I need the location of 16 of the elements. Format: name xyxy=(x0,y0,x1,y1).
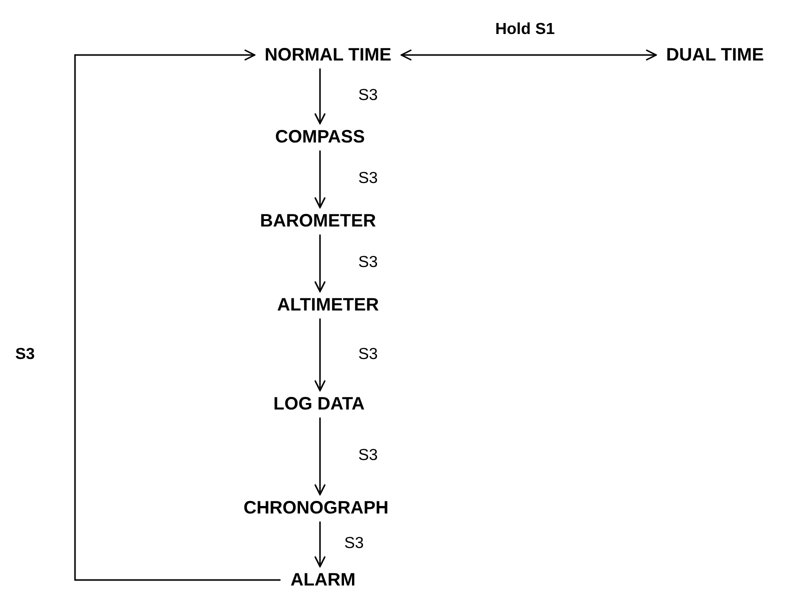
mode-label: ALARM xyxy=(286,566,360,594)
mode-label: LOG DATA xyxy=(269,390,369,418)
mode-label: BAROMETER xyxy=(256,208,380,234)
arrow xyxy=(314,68,326,124)
arrow xyxy=(314,418,326,496)
arrow xyxy=(314,150,326,208)
mode-label: NORMAL TIME xyxy=(260,42,396,68)
mode-label: ALTIMETER xyxy=(273,292,383,318)
mode-label: COMPASS xyxy=(271,124,369,150)
arrow xyxy=(314,318,326,392)
arrow xyxy=(314,234,326,292)
mode-label: DUAL TIME xyxy=(662,42,768,68)
arrow xyxy=(74,49,280,581)
arrow xyxy=(314,522,326,568)
mode-label: CHRONOGRAPH xyxy=(240,494,392,522)
arrow xyxy=(400,49,657,61)
